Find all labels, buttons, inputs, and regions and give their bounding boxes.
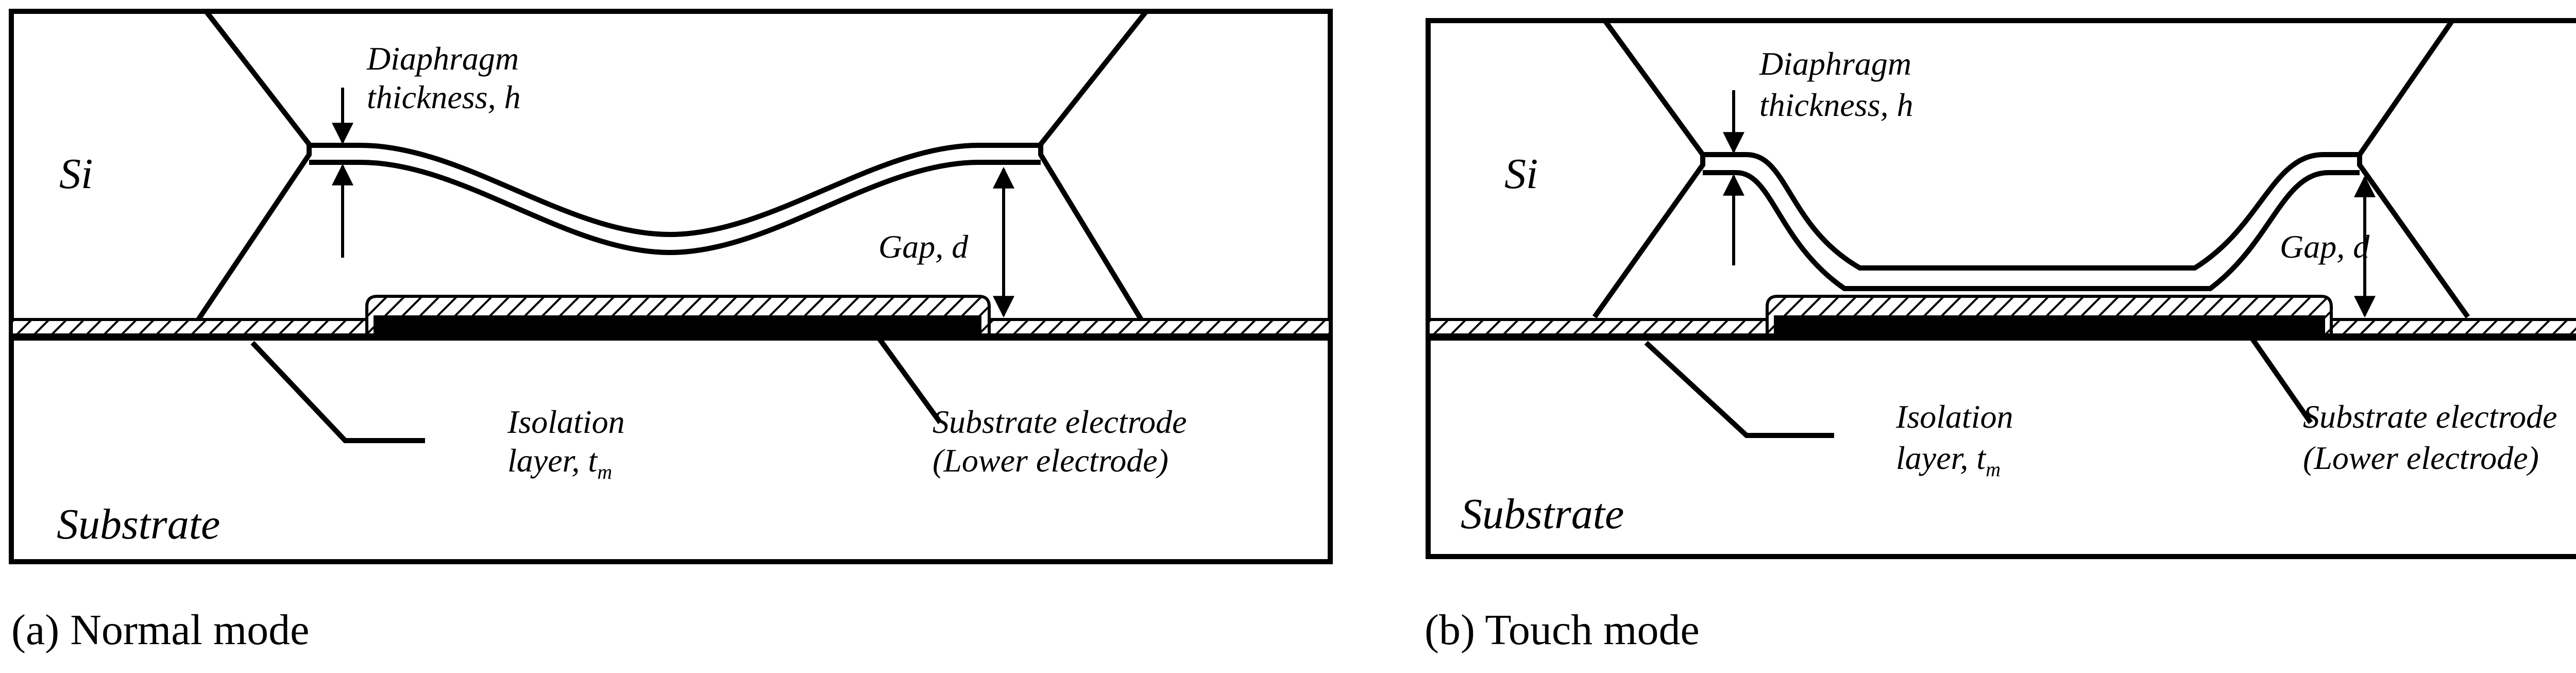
panel-frame [9, 9, 1333, 564]
isolation-layer-right [988, 318, 1332, 336]
panel-touch-mode: Diaphragm thickness, h Si Gap, d Isolati… [1426, 18, 2576, 559]
diaphragm-label-line2: thickness, h [1759, 87, 1913, 123]
isolation-layer-left [10, 318, 368, 336]
substrate-label: Substrate [1461, 490, 1624, 538]
isolation-label-line1: Isolation [507, 403, 625, 440]
substrate-electrode [1774, 315, 2325, 335]
diaphragm-bottom-surface [1703, 170, 2360, 291]
si-frame-left [1592, 19, 1705, 318]
isolation-layer-left [1427, 318, 1769, 336]
isolation-label-line1: Isolation [1895, 398, 2013, 435]
si-frame-left [196, 9, 312, 321]
electrode-leader-line [2249, 336, 2313, 424]
substrate-label: Substrate [57, 500, 220, 548]
electrode-leader-line [876, 336, 943, 424]
substrate-electrode [374, 315, 981, 335]
isolation-label-line2: layer, tm [1896, 440, 2001, 481]
diaphragm-top-surface [1703, 152, 2360, 271]
isolation-leader-line [1644, 341, 1834, 438]
isolation-label-text: layer, t [1896, 440, 1987, 476]
gap-label: Gap, d [2280, 228, 2370, 265]
si-frame-right [2357, 19, 2470, 318]
isolation-layer-right [2330, 318, 2576, 336]
isolation-label-text: layer, t [507, 442, 598, 479]
electrode-label-line1: Substrate electrode [933, 403, 1187, 440]
diaphragm-label-line2: thickness, h [367, 79, 521, 115]
electrode-label-line2: (Lower electrode) [2303, 440, 2539, 476]
caption-normal-mode: (a) Normal mode [11, 606, 309, 654]
si-label: Si [1504, 150, 1538, 198]
diaphragm-label-line1: Diaphragm [366, 40, 519, 77]
gap-label: Gap, d [878, 228, 969, 265]
si-frame-right [1038, 9, 1148, 321]
electrode-label-line1: Substrate electrode [2303, 398, 2557, 435]
si-label: Si [59, 150, 93, 198]
caption-touch-mode: (b) Touch mode [1425, 606, 1700, 654]
diaphragm-top-surface [309, 143, 1041, 238]
isolation-label-subscript: m [1986, 458, 2001, 481]
panel-normal-mode: Diaphragm thickness, h Si Gap, d Isolati… [9, 9, 1333, 564]
isolation-label-line2: layer, tm [507, 442, 612, 483]
panel-frame [1426, 18, 2576, 559]
diaphragm-bottom-surface [309, 160, 1041, 256]
isolation-label-subscript: m [597, 460, 612, 483]
diaphragm-label-line1: Diaphragm [1759, 45, 1911, 82]
isolation-leader-line [250, 341, 425, 443]
electrode-label-line2: (Lower electrode) [933, 442, 1168, 479]
